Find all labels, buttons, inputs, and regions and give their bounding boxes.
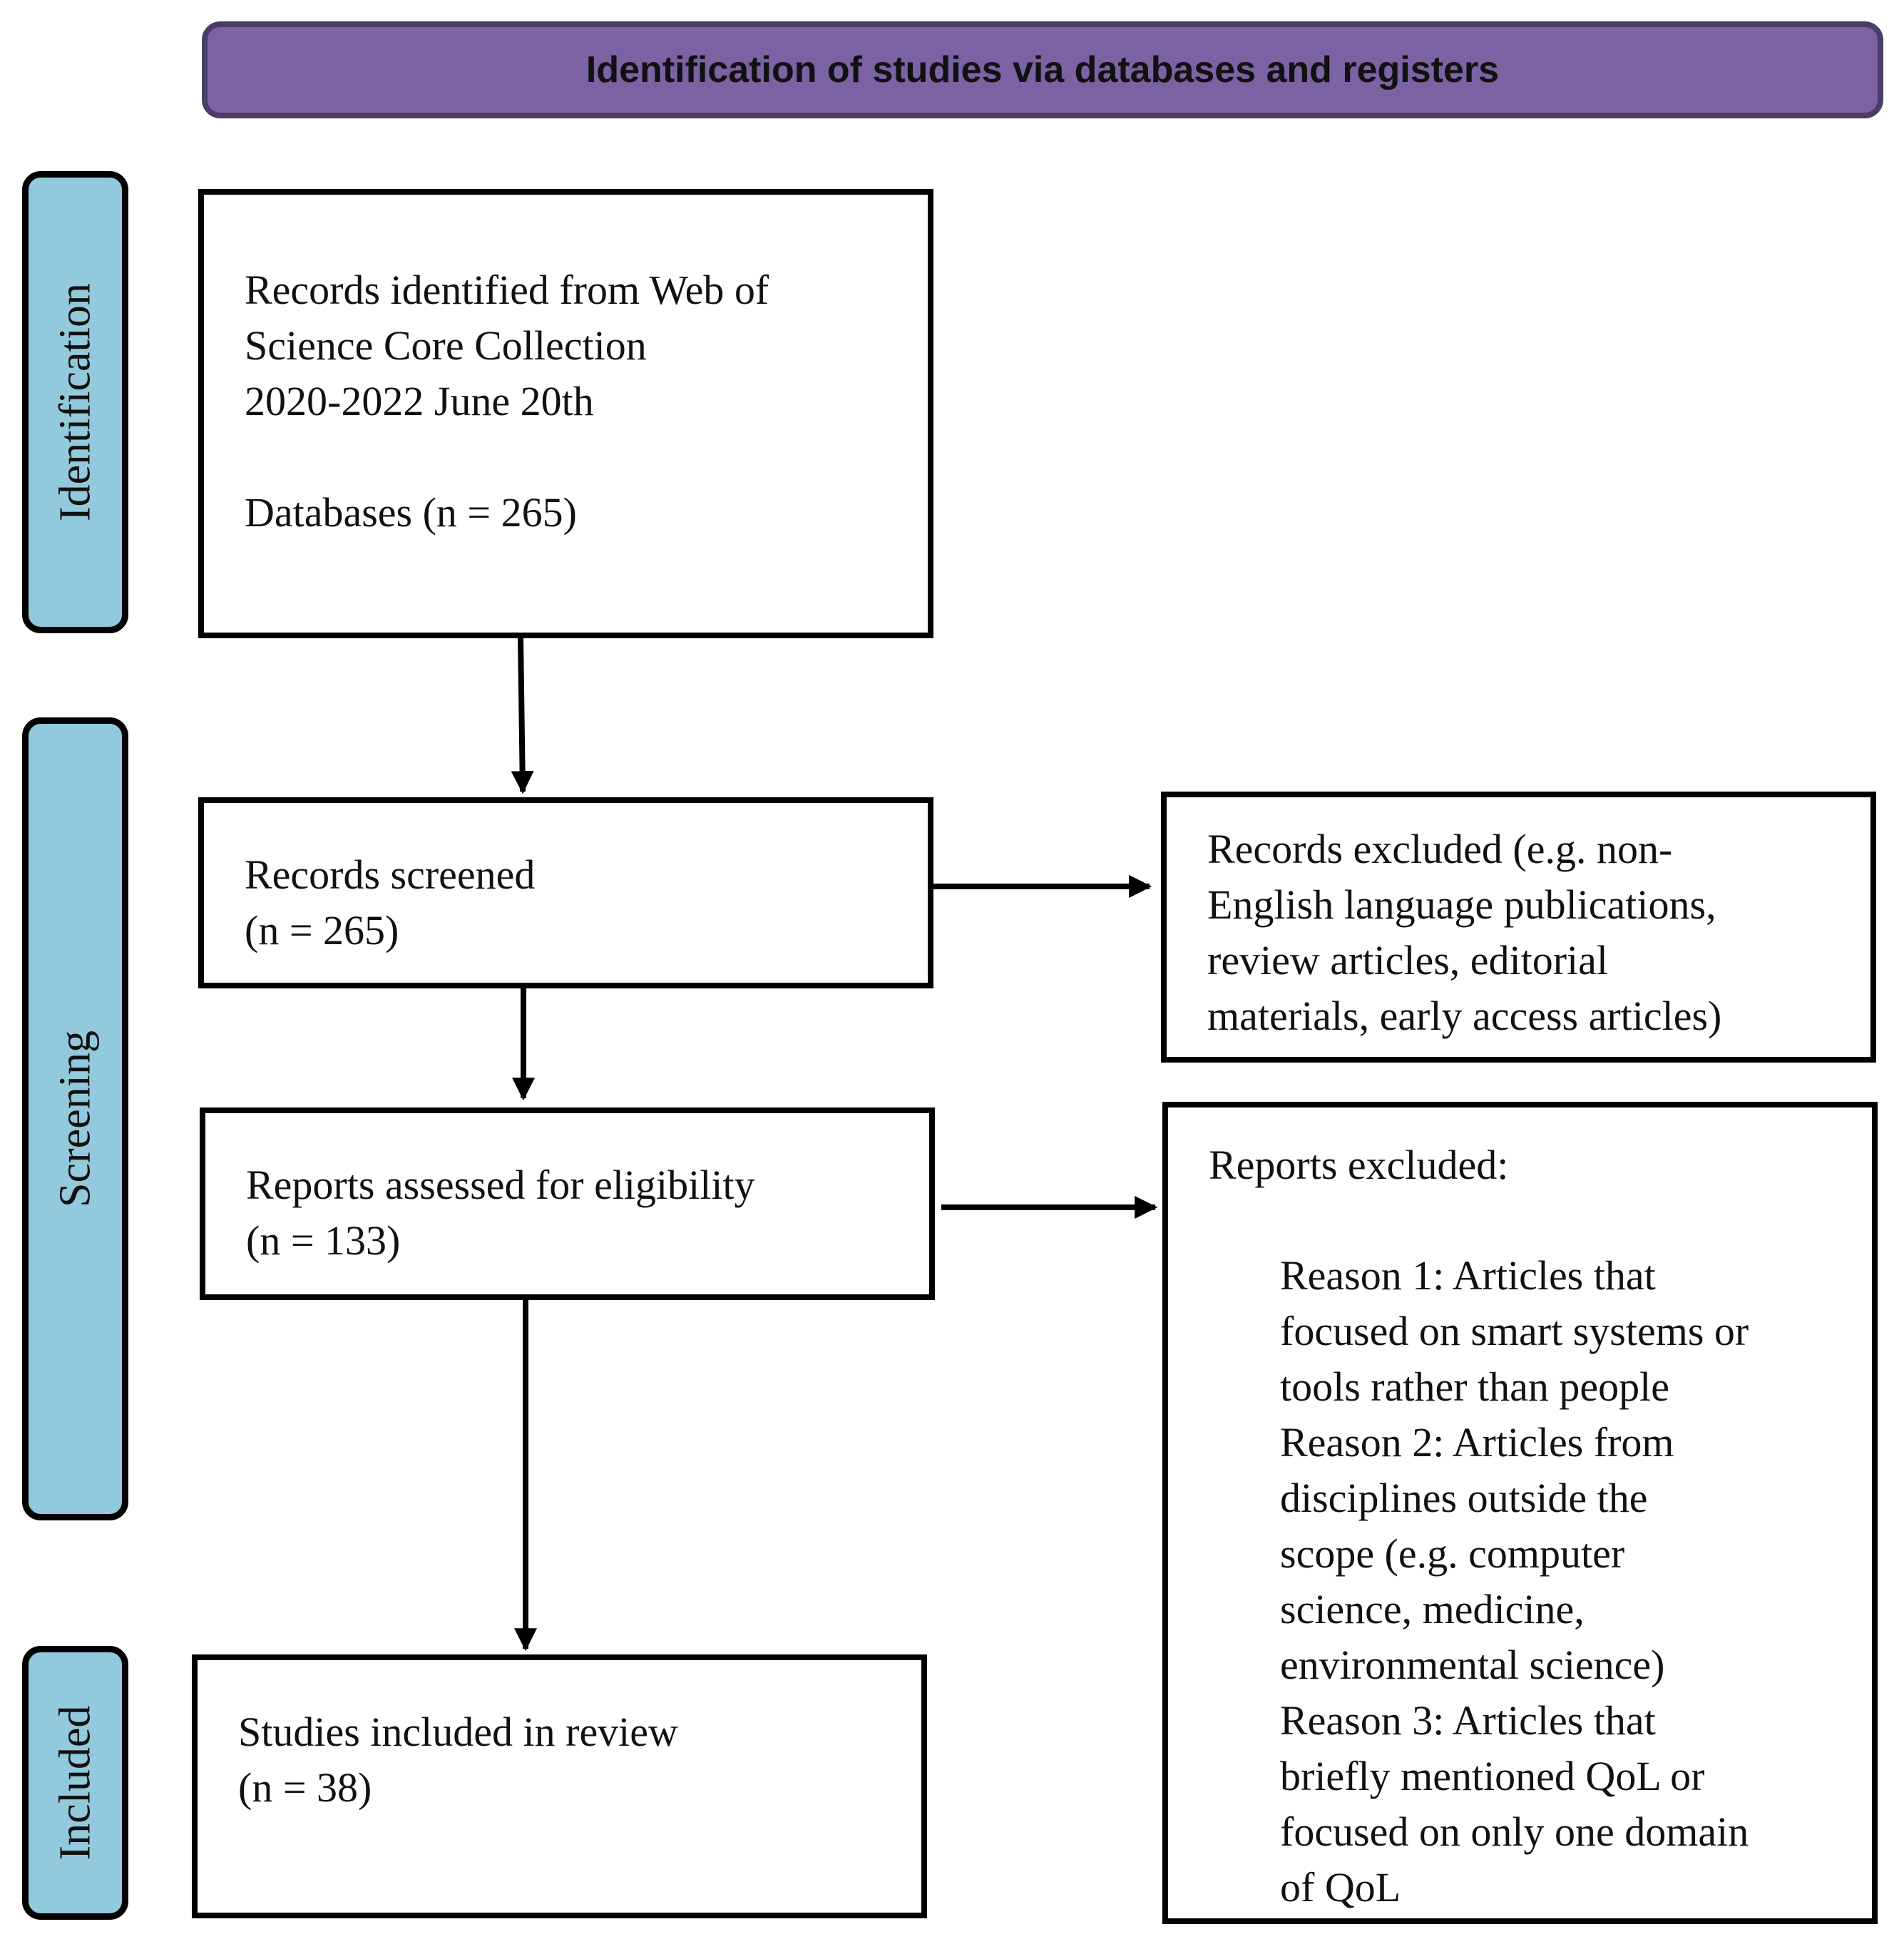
header-banner: Identification of studies via databases …: [202, 21, 1883, 118]
reports-assessed-count: (n = 133): [246, 1217, 401, 1264]
records-identified-line-4: Databases (n = 265): [245, 489, 577, 536]
reports-excluded-line: environmental science): [1280, 1642, 1665, 1688]
box-reports-assessed: Reports assessed for eligibility (n = 13…: [200, 1107, 935, 1300]
reports-assessed-line-1: Reports assessed for eligibility: [246, 1162, 755, 1208]
reports-excluded-line: focused on smart systems or: [1280, 1308, 1749, 1354]
box-reports-excluded: Reports excluded: Reason 1: Articles tha…: [1162, 1102, 1878, 1924]
reports-excluded-line: science, medicine,: [1280, 1586, 1585, 1632]
stage-tab-screening: Screening: [22, 717, 128, 1520]
reports-excluded-line: scope (e.g. computer: [1280, 1530, 1625, 1577]
stage-tab-identification: Identification: [22, 171, 128, 633]
records-screened-line-1: Records screened: [245, 851, 536, 898]
box-records-screened: Records screened (n = 265): [198, 797, 933, 988]
studies-included-count: (n = 38): [238, 1764, 372, 1811]
reports-excluded-line: Reason 3: Articles that: [1280, 1697, 1656, 1744]
reports-excluded-line: tools rather than people: [1280, 1364, 1669, 1410]
records-identified-line-1: Records identified from Web of: [245, 267, 769, 313]
records-excluded-line-2: English language publications,: [1207, 881, 1716, 928]
records-excluded-line-3: review articles, editorial: [1207, 937, 1609, 983]
header-title: Identification of studies via databases …: [585, 49, 1500, 91]
reports-excluded-line: Reason 2: Articles from: [1280, 1419, 1674, 1465]
reports-excluded-line: Reason 1: Articles that: [1280, 1252, 1656, 1299]
box-records-identified: Records identified from Web of Science C…: [198, 189, 933, 638]
box-studies-included: Studies included in review (n = 38): [192, 1654, 927, 1918]
records-excluded-line-4: materials, early access articles): [1207, 993, 1722, 1039]
box-records-excluded: Records excluded (e.g. non- English lang…: [1161, 792, 1876, 1063]
records-excluded-line-1: Records excluded (e.g. non-: [1207, 826, 1673, 872]
reports-excluded-line: disciplines outside the: [1280, 1475, 1648, 1521]
records-screened-count: (n = 265): [245, 907, 399, 953]
records-identified-line-3: 2020-2022 June 20th: [245, 378, 594, 424]
arrow-identified-to-screened: [511, 638, 534, 794]
reports-excluded-line: briefly mentioned QoL or: [1280, 1753, 1705, 1799]
studies-included-line-1: Studies included in review: [238, 1709, 678, 1755]
reports-excluded-line: focused on only one domain: [1280, 1809, 1749, 1855]
records-identified-line-2: Science Core Collection: [245, 322, 647, 369]
reports-excluded-line: of QoL: [1280, 1864, 1401, 1910]
reports-excluded-heading: Reports excluded:: [1209, 1142, 1509, 1188]
stage-tab-included: Included: [22, 1646, 128, 1920]
